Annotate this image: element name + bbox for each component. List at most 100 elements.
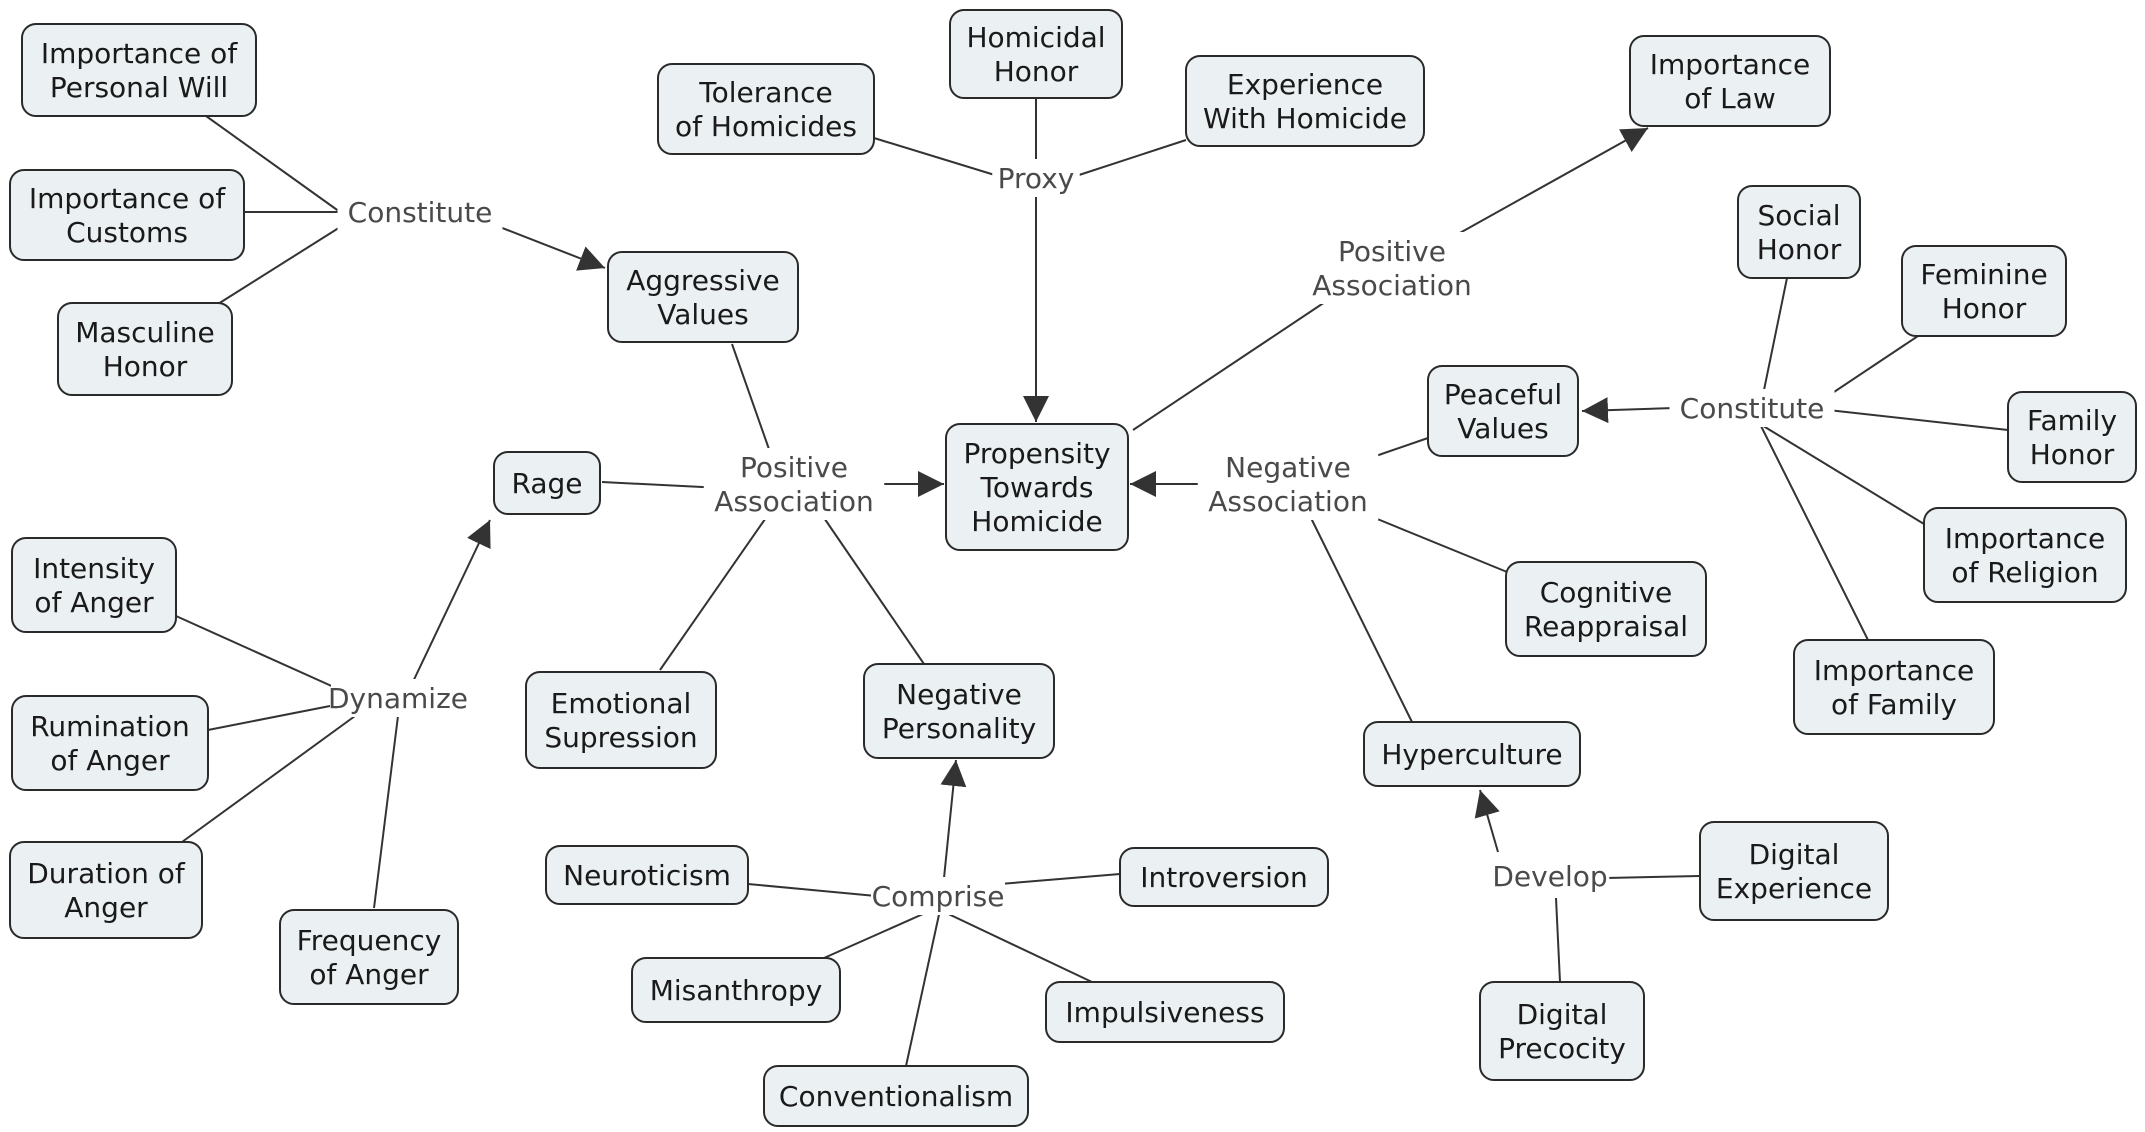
concept-node-text-line: Emotional <box>551 687 692 720</box>
link-label-text-line: Association <box>1312 269 1471 302</box>
concept-node-text-line: Customs <box>66 216 188 249</box>
link-label-text-line: Positive <box>1338 235 1446 268</box>
link-label-dynamize: Dynamize <box>328 679 468 717</box>
link-label-comprise: Comprise <box>871 877 1005 915</box>
concept-node-rage: Rage <box>493 451 601 515</box>
concept-node-box <box>525 671 717 769</box>
concept-node-text-line: Introversion <box>1140 861 1308 894</box>
concept-node-box <box>945 423 1129 551</box>
concept-node-box <box>1479 981 1645 1081</box>
concept-node-text-line: Digital <box>1749 838 1840 871</box>
connector-line <box>905 909 941 1067</box>
connector-line <box>217 223 346 305</box>
concept-node-text-line: Values <box>657 298 748 331</box>
connector-line <box>1369 515 1513 575</box>
connector-line <box>939 909 1093 983</box>
concept-node-text-line: Peaceful <box>1444 378 1562 411</box>
concept-node-text-line: Precocity <box>1498 1032 1626 1065</box>
link-label-background <box>1301 232 1483 304</box>
link-labels-layer: ConstituteProxyPositiveAssociationConsti… <box>328 159 1835 915</box>
concept-node-text-line: Aggressive <box>626 264 780 297</box>
concept-node-text-line: of Religion <box>1951 556 2098 589</box>
connector-line <box>747 883 877 897</box>
concept-node-text-line: With Homicide <box>1203 102 1407 135</box>
link-label-text-line: Develop <box>1492 860 1607 893</box>
concept-node-text-line: Importance of <box>29 182 226 215</box>
concept-node-box <box>545 845 749 905</box>
connector-line <box>409 519 491 689</box>
concept-node-text-line: Neuroticism <box>563 859 731 892</box>
concept-node-text-line: Personality <box>882 712 1036 745</box>
concept-node-box <box>1737 185 1861 279</box>
concept-node-text-line: Honor <box>994 55 1079 88</box>
concept-node-text-line: Importance of <box>41 37 238 70</box>
concept-node-text-line: Impulsiveness <box>1065 996 1264 1029</box>
connector-line <box>940 759 967 879</box>
link-label-background <box>1490 857 1610 895</box>
concept-node-box <box>1793 639 1995 735</box>
concept-node-box <box>657 63 875 155</box>
concept-node-text-line: Experience <box>1227 68 1383 101</box>
connector-line <box>819 511 925 665</box>
connector-line <box>1763 277 1788 391</box>
concept-node-text-line: Intensity <box>33 552 155 585</box>
concept-node-text-line: Personal Will <box>50 71 228 104</box>
concept-node-text-line: Importance <box>1650 48 1810 81</box>
link-label-background <box>1197 448 1379 520</box>
concept-node-box <box>9 841 203 939</box>
concept-node-text-line: Importance <box>1814 654 1974 687</box>
concept-node-box <box>11 695 209 791</box>
concept-node-text-line: Honor <box>1757 233 1842 266</box>
concept-node-box <box>2007 391 2137 483</box>
concept-node-text-line: Conventionalism <box>779 1080 1013 1113</box>
link-label-background <box>337 193 503 231</box>
link-label-text-line: Constitute <box>348 196 493 229</box>
concept-node-introversion: Introversion <box>1119 847 1329 907</box>
connector-line <box>207 705 331 731</box>
link-label-text-line: Dynamize <box>328 682 468 715</box>
link-label-background <box>992 159 1080 197</box>
connector-line <box>181 715 356 843</box>
concept-node-text-line: Rumination <box>30 710 190 743</box>
connector-line <box>1474 789 1500 853</box>
concept-node-text-line: Rage <box>512 467 583 500</box>
concept-node-text-line: Tolerance <box>698 76 833 109</box>
concept-node-box <box>279 909 459 1005</box>
link-label-text-line: Comprise <box>872 880 1005 913</box>
connector-line <box>1555 897 1561 983</box>
concept-node-text-line: of Family <box>1831 688 1957 721</box>
connector-line <box>491 223 606 271</box>
concept-node-box <box>493 451 601 515</box>
concept-node-text-line: Homicidal <box>966 21 1105 54</box>
concept-node-conventionalism: Conventionalism <box>763 1065 1029 1127</box>
concept-node-text-line: Honor <box>2030 438 2115 471</box>
connector-line <box>1369 437 1429 459</box>
concept-node-text-line: Frequency <box>297 924 442 957</box>
connector-line <box>1827 409 2009 431</box>
concept-node-box <box>57 302 233 396</box>
connector-line <box>731 343 771 453</box>
concept-node-box <box>949 9 1123 99</box>
connector-line <box>1132 301 1326 431</box>
link-label-text-line: Positive <box>740 451 848 484</box>
concept-node-impulsiveness: Impulsiveness <box>1045 981 1285 1043</box>
concept-node-text-line: Honor <box>1942 292 2027 325</box>
concept-node-text-line: Feminine <box>1920 258 2047 291</box>
concept-node-text-line: Towards <box>980 471 1094 504</box>
concept-node-text-line: Hyperculture <box>1381 738 1562 771</box>
link-label-constitute-right: Constitute <box>1669 389 1835 427</box>
concept-node-text-line: Values <box>1457 412 1548 445</box>
connector-line <box>175 615 337 689</box>
